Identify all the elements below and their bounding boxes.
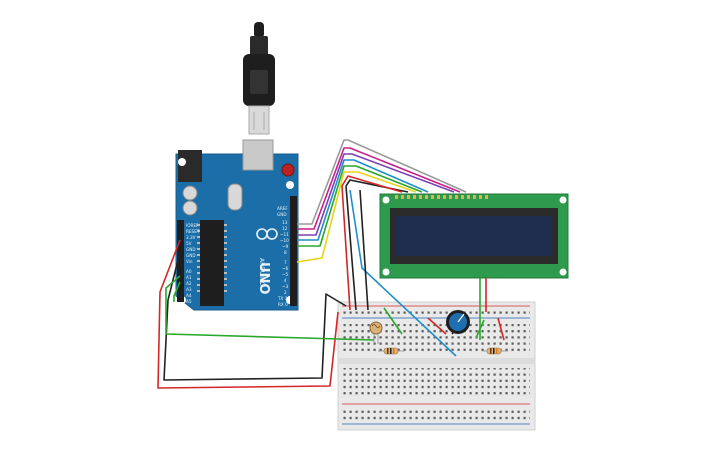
arduino-uno-board[interactable]: ARDUINO UNO AREF GND 13 12 ~11 ~10 ~9 8 …	[175, 139, 299, 311]
pin-label-rx0: RX 0	[278, 302, 288, 307]
wire-gray	[297, 139, 467, 225]
pin-label-gnd: GND	[277, 212, 287, 217]
pin-label-reset: RESET	[186, 229, 200, 234]
resistor-left[interactable]	[378, 347, 404, 355]
atmega-chip	[200, 220, 224, 306]
wire-blue-upper	[297, 159, 429, 241]
power-jack	[178, 150, 202, 182]
wire-black-bb	[359, 189, 369, 311]
pin-label-ioref: IOREF	[186, 223, 199, 228]
pin-label-11: ~11	[280, 232, 289, 237]
lcd-module[interactable]	[379, 193, 569, 279]
usb-cable[interactable]	[243, 22, 275, 135]
wire-black-down	[345, 185, 357, 311]
wires	[157, 139, 505, 389]
crystal	[227, 183, 243, 211]
pin-label-10: ~10	[280, 238, 289, 243]
pin-label-gnd2: GND	[186, 253, 196, 258]
pin-label-tx1: TX 1	[277, 296, 288, 301]
wire-blue-down	[349, 189, 457, 357]
wire-red-loop	[157, 239, 339, 389]
analog-header	[177, 220, 184, 302]
wire-green-upper	[297, 165, 423, 247]
pin-label-a2: A2	[186, 281, 192, 286]
wire-green-bb2	[475, 319, 485, 339]
lcd-screen	[396, 216, 552, 256]
wire-red-bb2	[497, 317, 505, 341]
wire-red-lcd	[341, 175, 403, 193]
arduino-brand-label: ARDUINO	[258, 258, 265, 287]
wire-green-a1	[173, 281, 181, 302]
pin-label-13: 13	[282, 220, 288, 225]
wire-green-bb1	[383, 307, 403, 335]
wire-red-down	[341, 185, 351, 311]
arduino-logo	[256, 228, 278, 240]
pin-label-gnd1: GND	[186, 247, 196, 252]
mount-hole	[178, 158, 186, 166]
pin-label-a4: A4	[186, 293, 192, 298]
wire-magenta	[297, 147, 461, 230]
pin-label-4: 4	[284, 278, 287, 283]
pin-label-7: 7	[284, 260, 287, 265]
pin-label-6: ~6	[282, 266, 289, 271]
pin-label-3: ~3	[282, 284, 289, 289]
lcd-pin-header	[395, 195, 488, 199]
wire-yellow	[296, 171, 417, 263]
wire-black-loop	[163, 251, 347, 381]
pin-label-a0: A0	[186, 269, 192, 274]
reset-button[interactable]	[281, 163, 295, 177]
capacitor	[182, 200, 198, 216]
capacitor	[182, 185, 198, 201]
pin-label-5v: 5V	[186, 241, 192, 246]
pin-label-9: ~9	[282, 244, 289, 249]
resistor-right[interactable]	[482, 347, 508, 355]
digital-header	[290, 196, 297, 306]
potentiometer[interactable]	[446, 310, 470, 334]
mount-hole	[286, 181, 294, 189]
pin-label-12: 12	[282, 226, 288, 231]
wire-red-bb1	[427, 317, 447, 335]
pin-label-a3: A3	[186, 287, 192, 292]
pin-label-vin: Vin	[186, 259, 193, 264]
photoresistor[interactable]	[369, 321, 383, 344]
pin-label-aref: AREF	[277, 206, 288, 211]
usb-port	[242, 139, 274, 171]
wire-green-a0	[165, 275, 375, 341]
pin-label-a1: A1	[186, 275, 192, 280]
wire-purple	[297, 153, 455, 236]
pin-label-3v3: 3.3V	[186, 235, 196, 240]
breadboard[interactable]	[337, 301, 536, 431]
arduino-model-label: UNO	[256, 262, 271, 295]
pin-label-8: 8	[284, 250, 287, 255]
pin-label-a5: A5	[186, 299, 192, 304]
pin-label-2: 2	[284, 290, 287, 295]
pin-label-5: ~5	[282, 272, 289, 277]
